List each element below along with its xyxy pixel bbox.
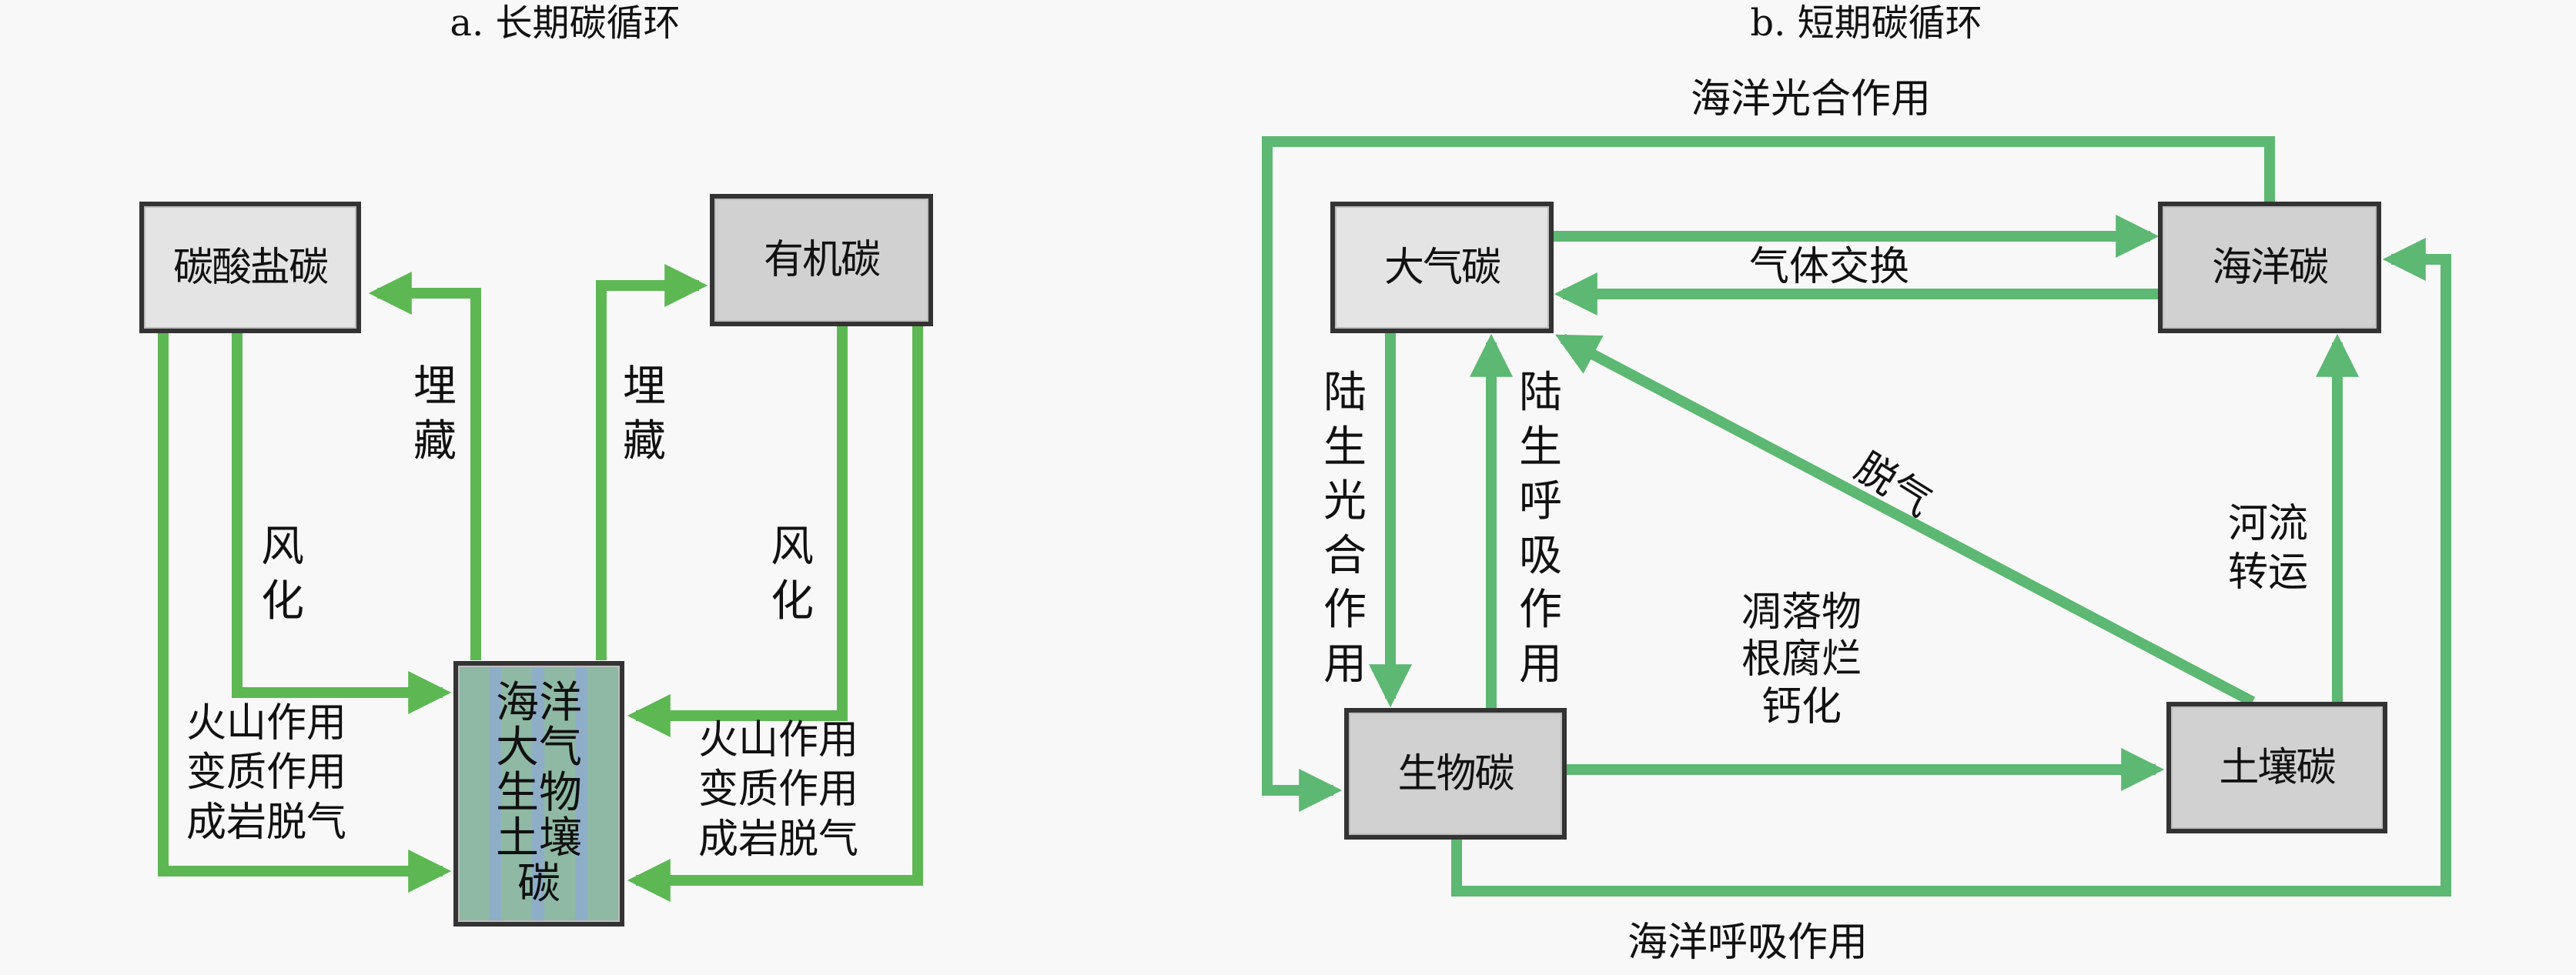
arrow-burial-to-carbonate: [368, 272, 481, 660]
label-ocean-photosynthesis: 海洋光合作用: [1691, 76, 1932, 122]
arrow-outgassing-organic: [627, 326, 923, 902]
center-line-2: 大气: [496, 723, 582, 773]
center-line-4: 土壤: [496, 813, 582, 863]
node-ocean-carbon: 海洋碳: [2158, 202, 2381, 333]
label-ocean-respiration: 海洋呼吸作用: [1628, 920, 1868, 966]
label-litter-decay-calcification: 凋落物 根腐烂 钙化: [1741, 589, 1862, 730]
label-outgassing-right: 火山作用 变质作用 成岩脱气: [698, 717, 859, 863]
center-line-3: 生物: [496, 768, 582, 819]
arrow-ocean-respiration: [1451, 238, 2451, 897]
center-line-5: 碳: [517, 858, 560, 909]
node-organic-carbon: 有机碳: [710, 194, 933, 326]
arrow-outgassing-carbonate: [158, 333, 452, 893]
node-biosphere-carbon: 生物碳: [1344, 708, 1567, 840]
label-river-transport: 河流转运: [2228, 452, 2313, 645]
panel-a-title: a. 长期碳循环: [450, 2, 681, 45]
label-outgassing-left: 火山作用 变质作用 成岩脱气: [186, 700, 347, 846]
arrow-weathering-organic: [627, 326, 848, 737]
node-ocean-atmosphere-biosphere-soil-carbon: 海洋 大气 生物 土壤 碳: [453, 661, 624, 927]
panel-b-title: b. 短期碳循环: [1750, 2, 1982, 45]
arrow-degassing: [1555, 333, 2256, 707]
center-line-1: 海洋: [496, 677, 582, 728]
label-land-respiration: 陆生呼吸作用: [1519, 368, 1562, 690]
label-land-photosynthesis: 陆生光合作用: [1323, 368, 1367, 690]
arrow-burial-to-organic: [596, 264, 708, 660]
label-weathering-right: 风化: [771, 522, 814, 626]
label-gas-exchange: 气体交换: [1749, 244, 1910, 290]
label-weathering-left: 风化: [261, 522, 304, 626]
label-burial-left: 埋藏: [413, 362, 457, 466]
river-transport-text: 河流转运: [2228, 501, 2309, 596]
label-burial-right: 埋藏: [623, 362, 666, 466]
node-atmosphere-carbon: 大气碳: [1330, 202, 1554, 333]
arrow-ocean-photosynthesis: [1262, 136, 2275, 812]
node-soil-carbon: 土壤碳: [2166, 702, 2387, 833]
arrow-weathering-carbonate: [232, 333, 452, 714]
node-carbonate-carbon: 碳酸盐碳: [139, 202, 361, 333]
